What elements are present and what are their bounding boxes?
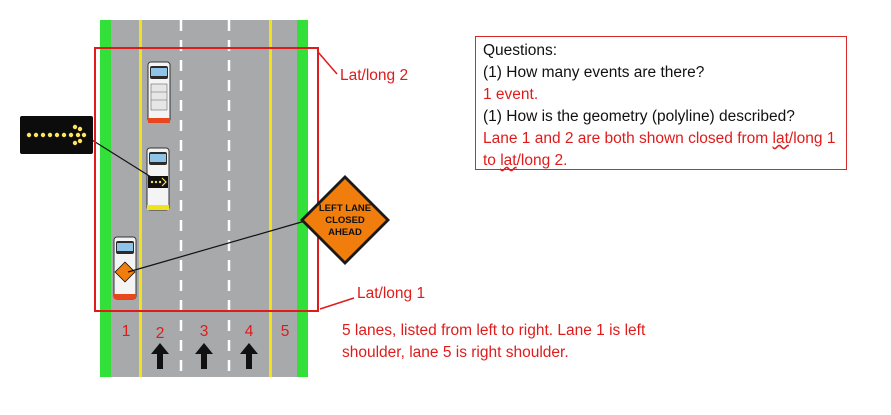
question-1: (1) How many events are there?	[483, 64, 705, 81]
lane-number-4: 4	[245, 323, 254, 340]
direction-arrow-lane-4	[240, 343, 258, 369]
sign-line-1: LEFT LANE	[319, 203, 371, 214]
answer-2-part-3: /long 2.	[516, 152, 568, 169]
answer-2-lat-1: lat	[772, 130, 789, 147]
left-green-shoulder	[100, 20, 111, 377]
questions-title: Questions:	[483, 42, 558, 59]
answer-2-part-2: /long 1 to	[483, 130, 836, 169]
closure-zone-highlight	[94, 47, 319, 312]
answer-2-part-1: Lane 1 and 2 are both shown closed from	[483, 130, 773, 147]
latlong2-pointer	[317, 51, 338, 75]
lane-number-2: 2	[156, 325, 165, 342]
answer-2: Lane 1 and 2 are both shown closed from …	[483, 128, 839, 172]
left-lane-closed-sign: LEFT LANE CLOSED AHEAD	[300, 175, 390, 265]
sign-connector	[127, 220, 306, 273]
work-truck-top	[147, 61, 171, 123]
lane-number-1: 1	[122, 323, 131, 340]
lane-number-3: 3	[200, 323, 209, 340]
questions-box: Questions: (1) How many events are there…	[475, 36, 847, 170]
latlong1-label: Lat/long 1	[357, 285, 425, 302]
direction-arrow-lane-2	[151, 343, 169, 369]
direction-arrow-lane-3	[195, 343, 213, 369]
lane-number-5: 5	[281, 323, 290, 340]
answer-2-lat-2: lat	[500, 152, 517, 169]
sign-truck	[113, 236, 137, 300]
arrow-board-truck	[146, 147, 170, 211]
sign-line-3: AHEAD	[328, 227, 362, 238]
right-edge-line	[269, 20, 272, 377]
latlong1-pointer	[319, 297, 355, 310]
arrow-board	[20, 116, 93, 154]
road-surface	[100, 20, 308, 377]
arrow-board-connector	[91, 139, 160, 183]
lanes-note: 5 lanes, listed from left to right. Lane…	[342, 322, 646, 361]
left-edge-line	[139, 20, 142, 377]
question-2: (1) How is the geometry (polyline) descr…	[483, 108, 795, 125]
answer-1: 1 event.	[483, 86, 539, 103]
latlong2-label: Lat/long 2	[340, 67, 408, 84]
sign-line-2: CLOSED	[325, 215, 365, 226]
right-green-shoulder	[297, 20, 308, 377]
